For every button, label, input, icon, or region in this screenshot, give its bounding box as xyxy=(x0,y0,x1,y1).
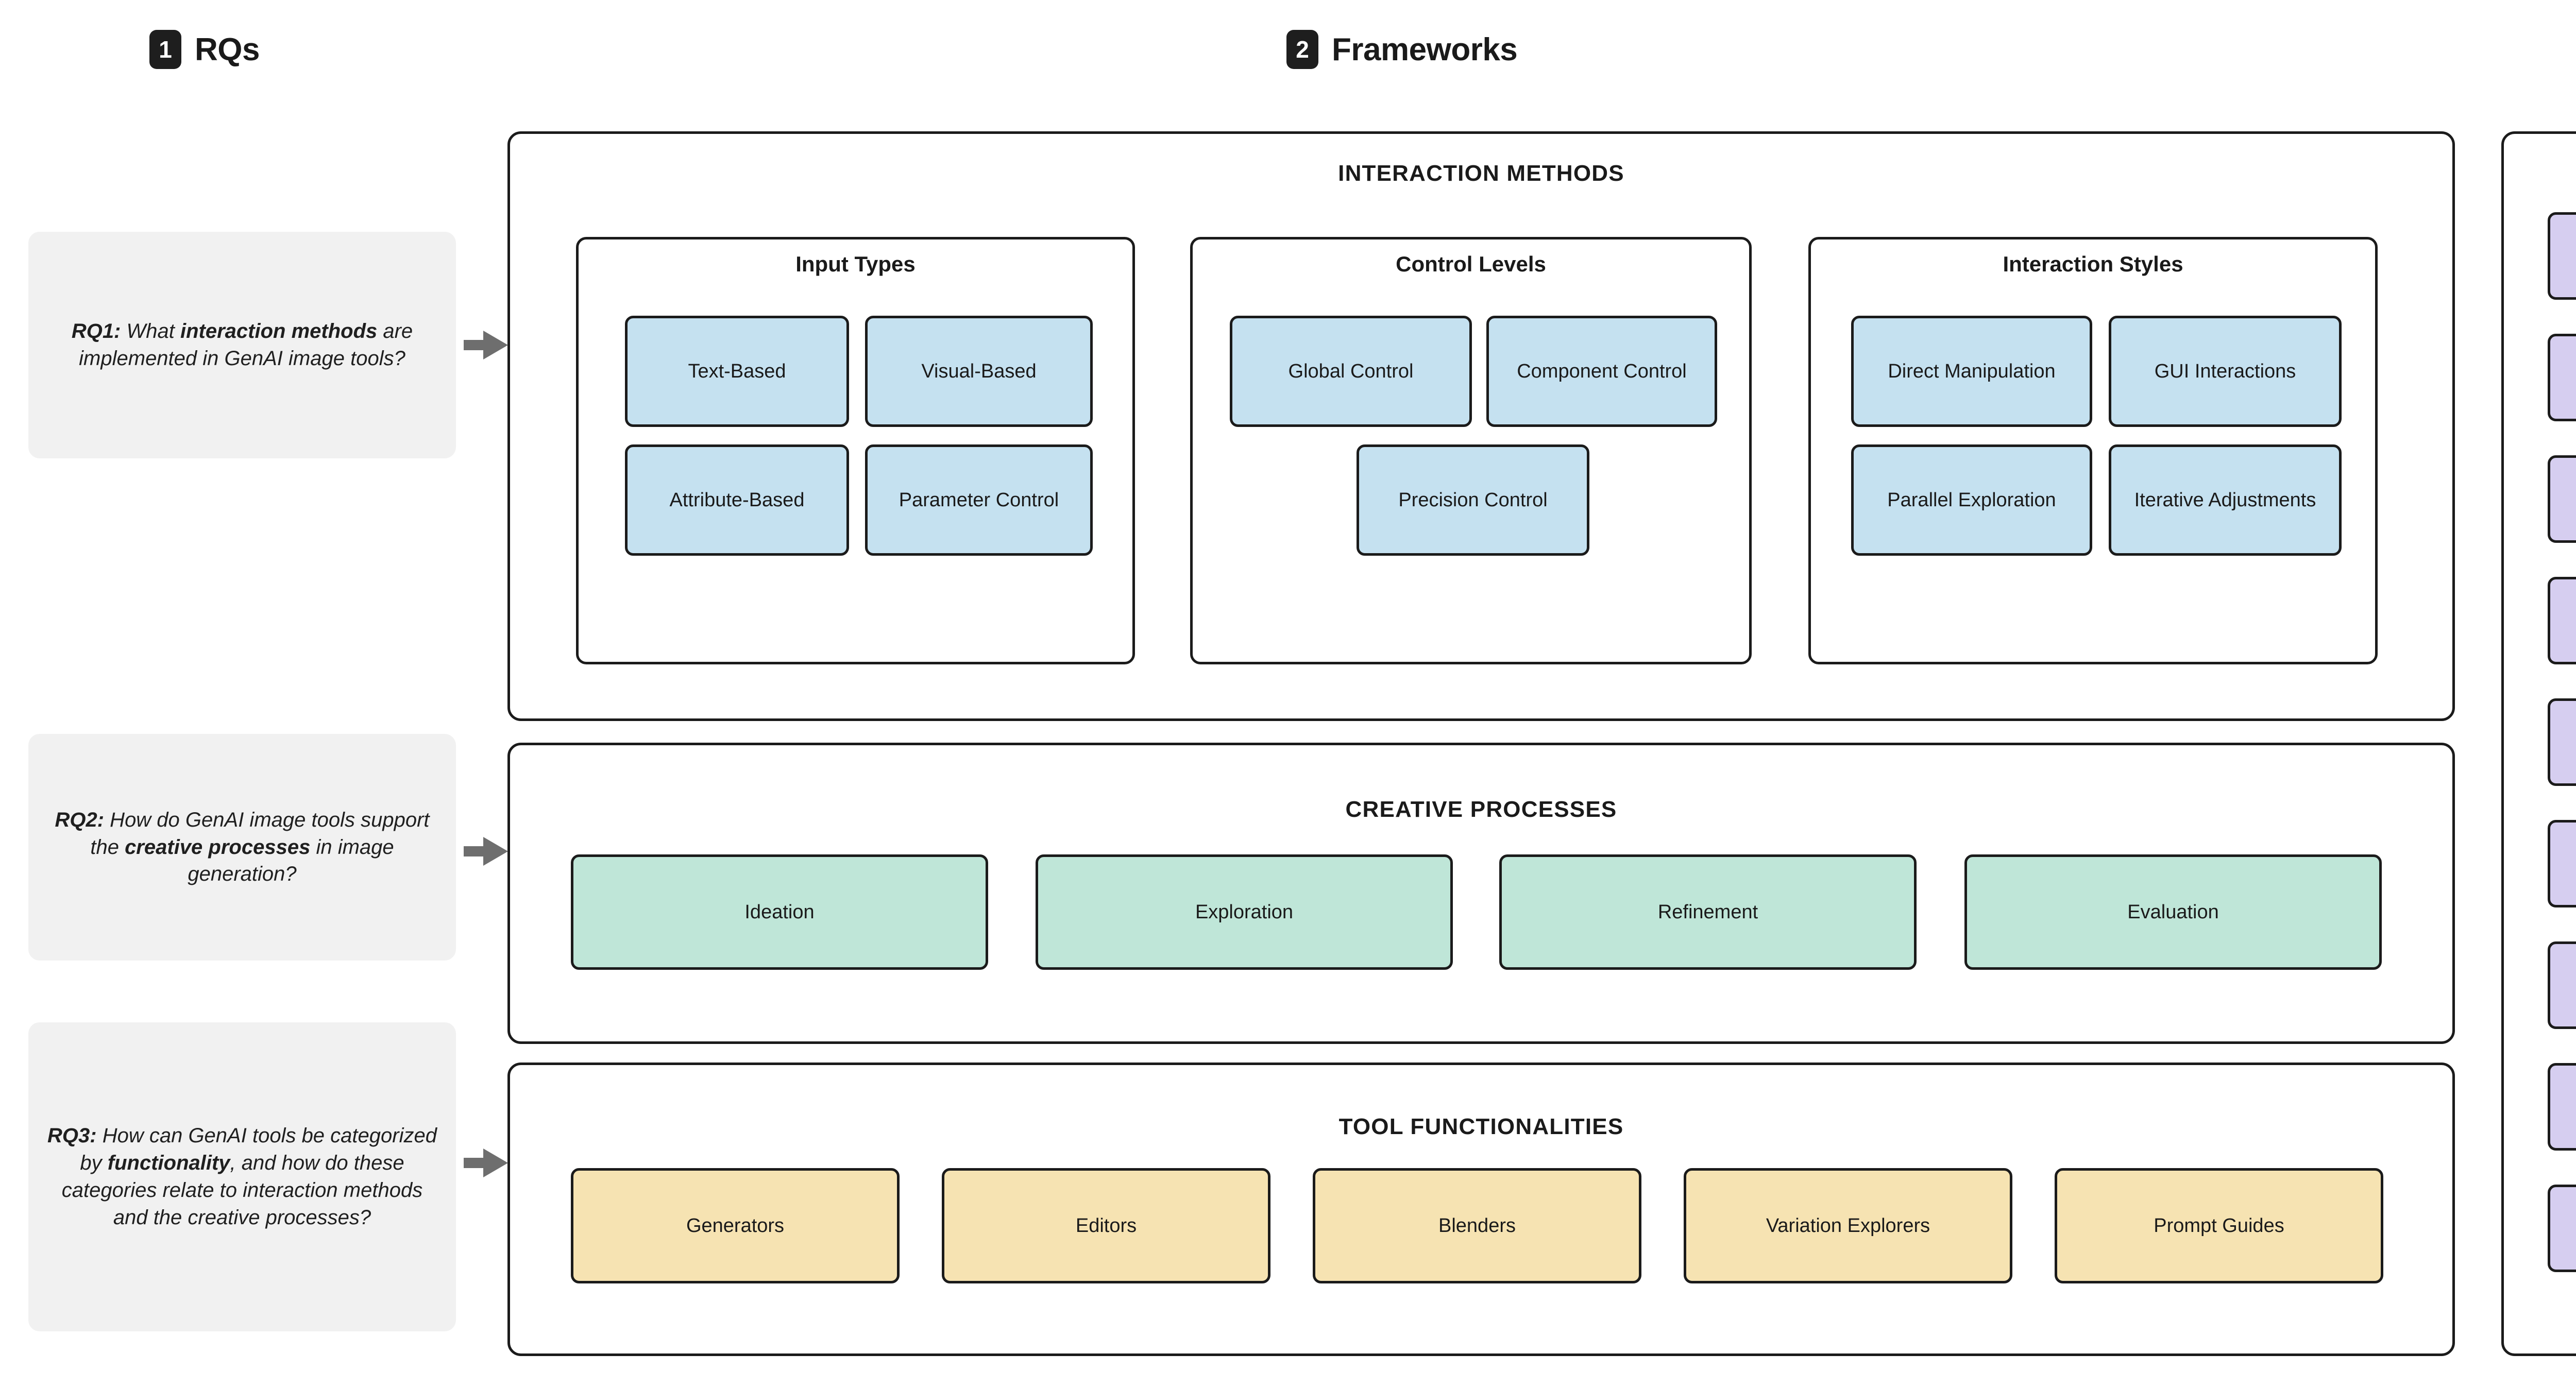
rq-1-after: are implemented in GenAI image tools? xyxy=(79,320,413,370)
column-title-rqs: RQs xyxy=(195,31,260,67)
subgroup-input-types: Input Types Text-Based Visual-Based Attr… xyxy=(576,237,1135,664)
rq-3-emphasis: functionality xyxy=(107,1152,230,1175)
do-row-9[interactable]: DO9 Enhancing Prompt Assistance xyxy=(2548,1185,2576,1272)
panel-interaction-methods: INTERACTION METHODS Input Types Text-Bas… xyxy=(507,131,2455,721)
rq-2-text: RQ2: How do GenAI image tools support th… xyxy=(46,807,438,888)
panel-title-tool-functionalities: TOOL FUNCTIONALITIES xyxy=(1338,1114,1624,1139)
rq-1-emphasis: interaction methods xyxy=(180,320,378,343)
subgroup-title-interaction-styles: Interaction Styles xyxy=(2003,252,2183,276)
rq-box-3: RQ3: How can GenAI tools be categorized … xyxy=(28,1022,456,1331)
rq-3-before: How can GenAI tools be categorized by xyxy=(80,1124,437,1175)
chip-precision-control[interactable]: Precision Control xyxy=(1357,444,1589,556)
rq-2-id: RQ2: xyxy=(55,808,105,831)
chip-iterative-adjustments[interactable]: Iterative Adjustments xyxy=(2109,444,2342,556)
chip-parallel-exploration[interactable]: Parallel Exploration xyxy=(1851,444,2092,556)
do-row-2[interactable]: DO2 Bridging Visual Input and Variation … xyxy=(2548,334,2576,421)
rq-box-2: RQ2: How do GenAI image tools support th… xyxy=(28,734,456,961)
chip-component-control[interactable]: Component Control xyxy=(1486,316,1717,427)
panel-title-design-opportunities: DESIGN OPPORTUNITIES xyxy=(2504,161,2576,186)
arrow-rq2-to-frameworks xyxy=(464,837,508,866)
chip-evaluation[interactable]: Evaluation xyxy=(1964,854,2382,970)
column-badge-2: 2 xyxy=(1286,30,1318,69)
do-row-7[interactable]: DO7 Enabling Defaults and Rapid Re-Promp… xyxy=(2548,941,2576,1029)
rq-3-id: RQ3: xyxy=(47,1124,97,1147)
rq-3-after: , and how do these categories relate to … xyxy=(61,1152,423,1229)
do-row-5[interactable]: DO5 Integrating Parallel Exploration wit… xyxy=(2548,698,2576,786)
rq-2-before: How do GenAI image tools support the xyxy=(90,808,430,859)
subgroup-interaction-styles: Interaction Styles Direct Manipulation G… xyxy=(1808,237,2378,664)
panel-design-opportunities: DESIGN OPPORTUNITIES DO1 Enhancing Visua… xyxy=(2501,131,2576,1356)
chip-direct-manipulation[interactable]: Direct Manipulation xyxy=(1851,316,2092,427)
chip-visual-based[interactable]: Visual-Based xyxy=(865,316,1093,427)
rq-2-after: in image generation? xyxy=(188,835,394,886)
subgroup-title-input-types: Input Types xyxy=(795,252,916,276)
arrow-rq1-to-frameworks xyxy=(464,331,508,359)
panel-creative-processes: CREATIVE PROCESSES Ideation Exploration … xyxy=(507,743,2455,1044)
do-row-8[interactable]: DO8 Designing Flexible GUI Layers xyxy=(2548,1063,2576,1151)
do-row-3[interactable]: DO3 Simplifying Parameter Control xyxy=(2548,455,2576,543)
subgroup-title-control-levels: Control Levels xyxy=(1396,252,1546,276)
chip-blenders[interactable]: Blenders xyxy=(1313,1168,1641,1283)
chip-refinement[interactable]: Refinement xyxy=(1499,854,1917,970)
chip-global-control[interactable]: Global Control xyxy=(1230,316,1472,427)
rq-1-before: What xyxy=(121,320,180,343)
panel-title-creative-processes: CREATIVE PROCESSES xyxy=(1345,797,1617,822)
arrow-head xyxy=(483,837,508,866)
rq-2-emphasis: creative processes xyxy=(125,835,311,859)
chip-prompt-guides[interactable]: Prompt Guides xyxy=(2055,1168,2383,1283)
do-row-1[interactable]: DO1 Enhancing Visual-Based Interaction xyxy=(2548,212,2576,300)
chip-gui-interactions[interactable]: GUI Interactions xyxy=(2109,316,2342,427)
chip-exploration[interactable]: Exploration xyxy=(1036,854,1453,970)
rq-3-text: RQ3: How can GenAI tools be categorized … xyxy=(46,1122,438,1231)
subgroup-control-levels: Control Levels Global Control Component … xyxy=(1190,237,1752,664)
column-header-rqs: 1 RQs xyxy=(149,30,260,69)
chip-ideation[interactable]: Ideation xyxy=(571,854,988,970)
arrow-shaft xyxy=(464,846,486,856)
panel-title-interaction-methods: INTERACTION METHODS xyxy=(1338,161,1624,186)
panel-tool-functionalities: TOOL FUNCTIONALITIES Generators Editors … xyxy=(507,1063,2455,1356)
chip-editors[interactable]: Editors xyxy=(942,1168,1270,1283)
chip-text-based[interactable]: Text-Based xyxy=(625,316,849,427)
rq-1-id: RQ1: xyxy=(71,320,121,343)
rq-1-text: RQ1: What interaction methods are implem… xyxy=(46,318,438,372)
arrow-shaft xyxy=(464,1158,486,1168)
arrow-rq3-to-frameworks xyxy=(464,1149,508,1177)
do-row-4[interactable]: DO4 Enabling Precision Editing xyxy=(2548,577,2576,664)
chip-parameter-control[interactable]: Parameter Control xyxy=(865,444,1093,556)
do-row-6[interactable]: DO6 Integrating Evaluation, Exploration,… xyxy=(2548,820,2576,907)
arrow-head xyxy=(483,1149,508,1177)
arrow-shaft xyxy=(464,340,486,350)
arrow-head xyxy=(483,331,508,359)
chip-variation-explorers[interactable]: Variation Explorers xyxy=(1684,1168,2012,1283)
column-badge-1: 1 xyxy=(149,30,181,69)
column-title-frameworks: Frameworks xyxy=(1332,31,1518,67)
chip-generators[interactable]: Generators xyxy=(571,1168,900,1283)
chip-attribute-based[interactable]: Attribute-Based xyxy=(625,444,849,556)
column-header-frameworks: 2 Frameworks xyxy=(1286,30,1518,69)
rq-box-1: RQ1: What interaction methods are implem… xyxy=(28,232,456,458)
